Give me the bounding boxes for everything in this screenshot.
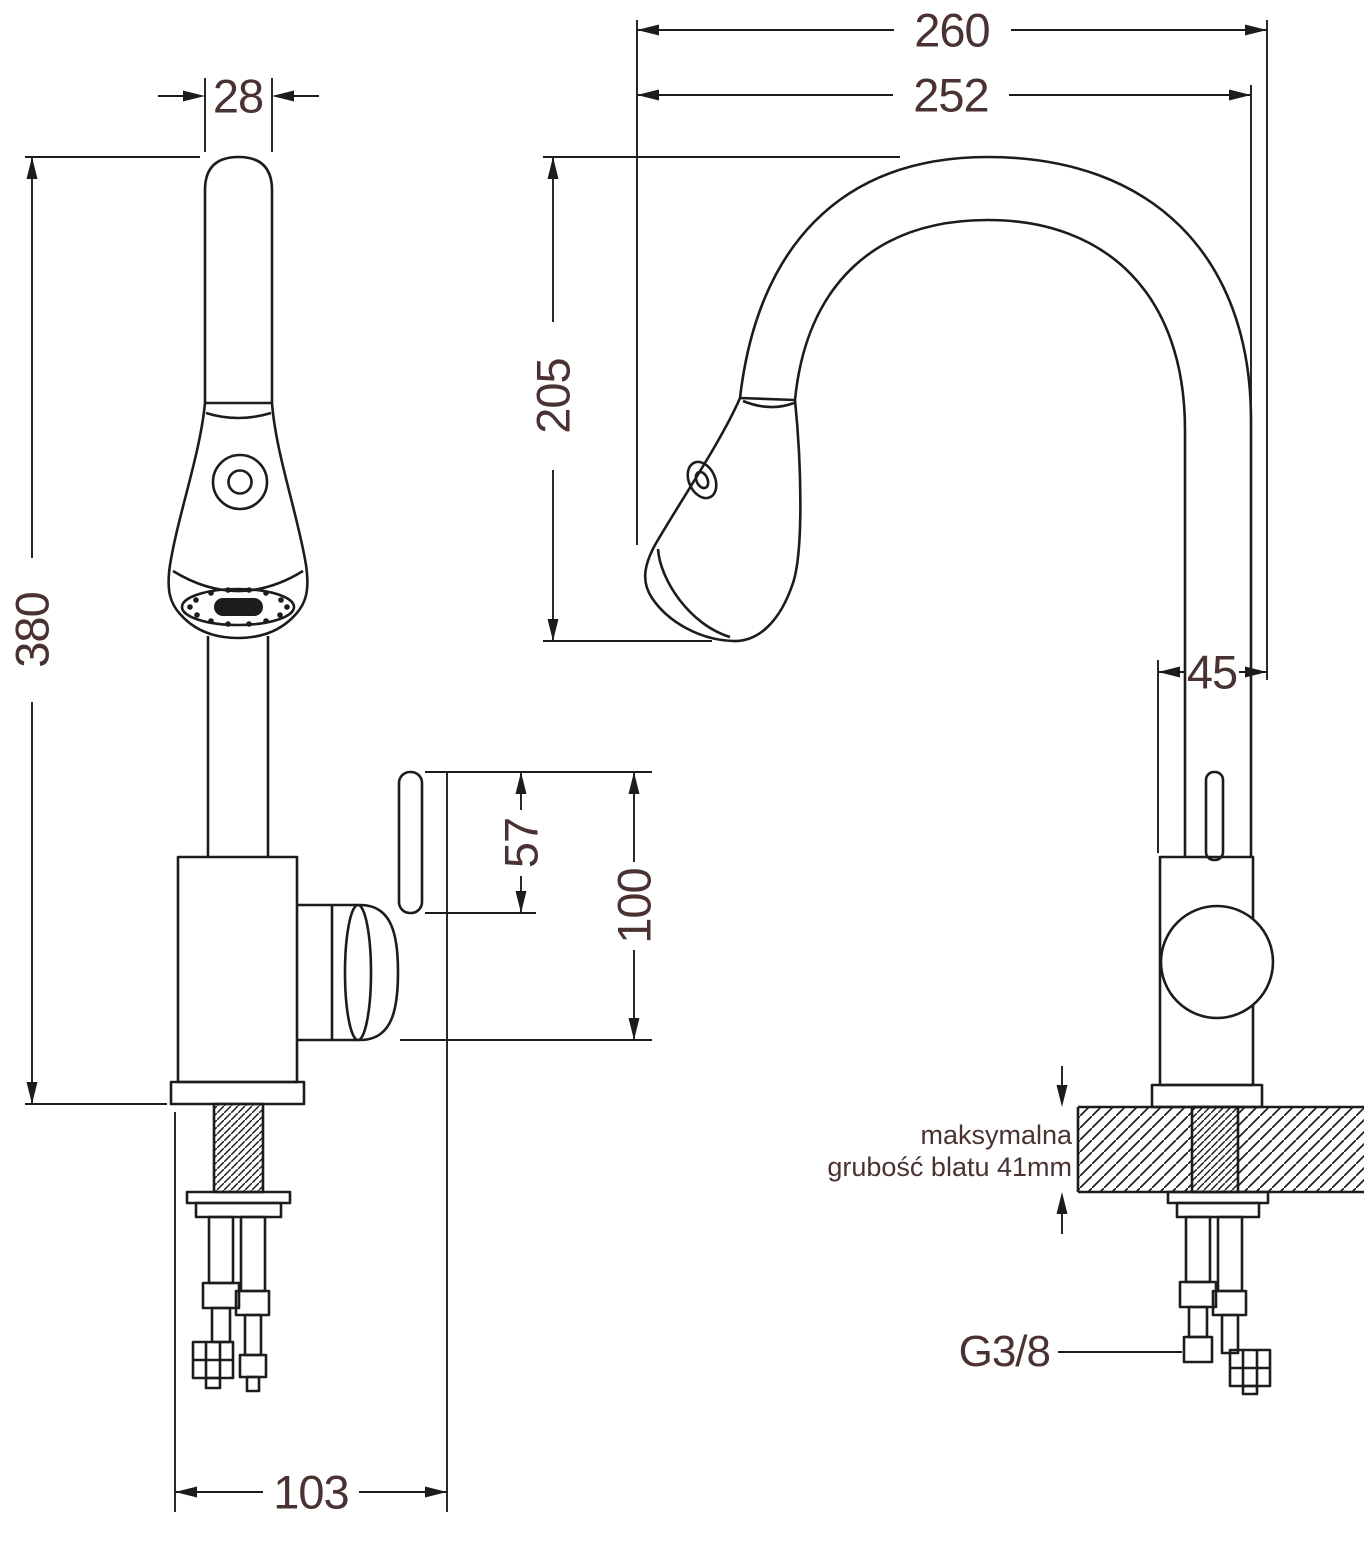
supply-hoses-side (1178, 1215, 1272, 1396)
countertop-note-line2: grubość blatu 41mm (827, 1152, 1072, 1182)
handle-lever-front (397, 770, 424, 915)
dim-handle-total: 100 (400, 772, 661, 1041)
dim-spout-width-value: 28 (213, 70, 263, 123)
aerator-face (180, 587, 296, 627)
spray-head-front (167, 401, 309, 640)
threaded-stud-side (1190, 1105, 1240, 1194)
spray-mode-button (211, 453, 269, 511)
base-plate-side (1150, 1083, 1264, 1109)
thread-size-label: G3/8 (959, 1327, 1182, 1376)
dim-body-depth-value: 45 (1187, 646, 1237, 699)
dim-handle-upper: 57 (425, 771, 652, 914)
mounting-nut-side (1166, 1190, 1270, 1219)
dim-spout-height: 205 (527, 156, 900, 642)
dim-base-depth-value: 103 (273, 1466, 348, 1519)
supply-hoses-front (191, 1215, 271, 1393)
spray-mode-button-side (686, 460, 718, 500)
countertop-thickness-note: maksymalna grubość blatu 41mm (827, 1066, 1073, 1234)
side-view: 260 252 205 45 (527, 4, 1364, 1396)
dim-spout-height-value: 205 (527, 358, 580, 433)
faucet-body-front (176, 855, 299, 1084)
dim-spout-reach-value: 252 (913, 69, 988, 122)
dim-overall-reach: 260 (636, 4, 1268, 680)
spray-head-side (643, 396, 802, 643)
front-view: 28 380 57 100 (6, 70, 661, 1519)
countertop (1076, 1105, 1364, 1194)
dim-body-depth: 45 (1157, 646, 1267, 853)
dim-spout-reach: 252 (637, 69, 1252, 425)
handle-front (297, 770, 424, 1042)
dim-total-height-value: 380 (6, 592, 59, 667)
dim-overall-reach-value: 260 (914, 4, 989, 57)
handle-pivot-side (1159, 904, 1275, 1020)
gooseneck-spout (738, 155, 1253, 857)
spout-pipe-front (203, 155, 274, 857)
countertop-note-line1: maksymalna (920, 1120, 1073, 1150)
dim-handle-upper-value: 57 (495, 818, 548, 868)
mounting-nut-front (185, 1190, 292, 1219)
dim-spout-width: 28 (158, 70, 319, 152)
dim-base-depth: 103 (174, 772, 448, 1519)
dim-total-height: 380 (6, 156, 200, 1105)
dim-handle-total-value: 100 (608, 868, 661, 943)
handle-lever-side (1204, 770, 1225, 862)
faucet-body-side (1158, 770, 1275, 1087)
base-plate-front (169, 1080, 306, 1106)
threaded-stud-front (212, 1102, 265, 1194)
aerator-nozzle-dots (187, 587, 290, 627)
aerator-slot (214, 598, 263, 616)
thread-size-value: G3/8 (959, 1327, 1050, 1376)
